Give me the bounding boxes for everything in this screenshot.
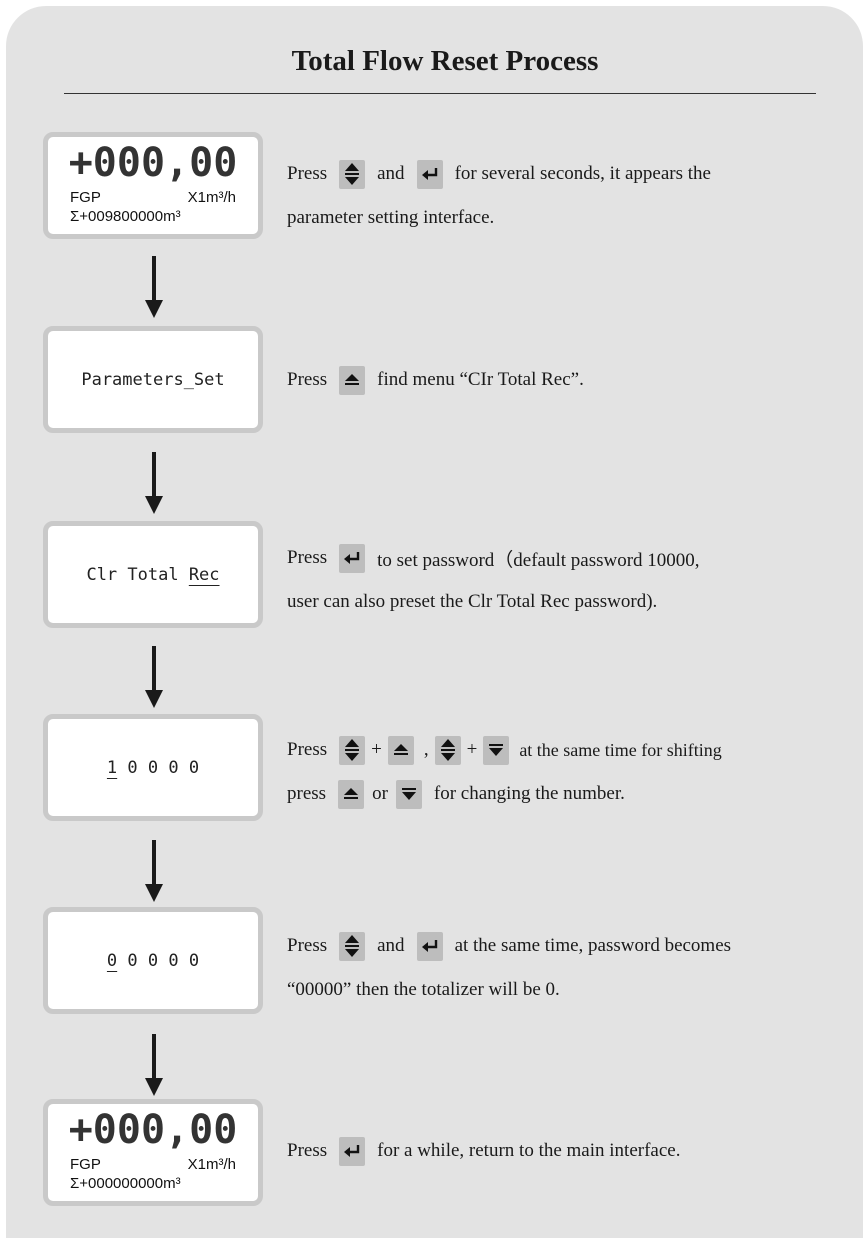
lcd-flow-value: +000,00 xyxy=(68,1107,238,1153)
step-text: user can also preset the Clr Total Rec p… xyxy=(287,591,658,612)
step-text: for changing the number. xyxy=(433,783,625,804)
lcd-unit-right: X1m³/h xyxy=(187,1156,236,1173)
step-text: Press xyxy=(287,1140,328,1161)
step-text: parameter setting interface. xyxy=(287,207,495,228)
lcd-pw0-first: 0 xyxy=(106,950,118,971)
step-text: for a while, return to the main interfac… xyxy=(377,1140,681,1161)
lcd-unit-row: FGP X1m³/h xyxy=(70,190,236,206)
lcd-unit-row: FGP X1m³/h xyxy=(70,1157,236,1173)
lcd-clr-cursor: Rec xyxy=(188,564,220,585)
lcd-unit-right: X1m³/h xyxy=(187,189,236,206)
down-key-icon xyxy=(395,779,422,809)
step-text: or xyxy=(372,783,388,804)
step-text: for several seconds, it appears the xyxy=(454,163,711,184)
lcd-clr-total-rec: Clr Total Rec xyxy=(43,521,263,628)
up-key-icon xyxy=(387,735,414,765)
lcd-main-end: +000,00 FGP X1m³/h Σ+000000000m³ xyxy=(43,1099,263,1206)
down-arrow-icon xyxy=(145,840,163,902)
up-key-icon xyxy=(339,365,366,395)
step-3: Press to set password（default password 1… xyxy=(287,542,863,630)
step-6: Press for a while, return to the main in… xyxy=(287,1135,863,1179)
lcd-pw1-rest: 0 0 0 0 xyxy=(117,757,200,778)
lcd-main-start: +000,00 FGP X1m³/h Σ+009800000m³ xyxy=(43,132,263,239)
step-text: and xyxy=(377,935,405,956)
step-4: Press + , + at the same time for shiftin… xyxy=(287,734,863,822)
title-divider xyxy=(64,93,816,94)
lcd-total: Σ+009800000m³ xyxy=(70,208,181,225)
step-text: find menu “CIr Total Rec”. xyxy=(377,369,584,390)
step-text: to set password（default password 10000, xyxy=(377,549,700,571)
lcd-pw0-rest: 0 0 0 0 xyxy=(117,950,200,971)
step-text: at the same time for shifting xyxy=(519,739,722,760)
step-text: “00000” then the totalizer will be 0. xyxy=(287,979,560,1000)
step-text: Press xyxy=(287,935,328,956)
enter-key-icon xyxy=(416,159,443,189)
step-1: Press and for several seconds, it appear… xyxy=(287,158,863,246)
up-down-key-icon xyxy=(339,159,366,189)
lcd-clr-pre: Clr Total xyxy=(86,564,189,585)
step-5: Press and at the same time, password bec… xyxy=(287,930,863,1018)
page-title: Total Flow Reset Process xyxy=(291,45,599,77)
up-key-icon xyxy=(338,779,365,809)
lcd-pw1-first: 1 xyxy=(106,757,118,778)
lcd-password-10000: 1 0 0 0 0 xyxy=(43,714,263,821)
step-text: , xyxy=(423,739,429,760)
step-text: + xyxy=(466,739,478,760)
lcd-parameters-text: Parameters_Set xyxy=(81,369,225,390)
down-key-icon xyxy=(483,735,510,765)
down-arrow-icon xyxy=(145,452,163,514)
step-text: Press xyxy=(287,163,328,184)
step-text: Press xyxy=(287,369,328,390)
enter-key-icon xyxy=(339,1136,366,1166)
down-arrow-icon xyxy=(145,1034,163,1096)
lcd-unit-left: FGP xyxy=(70,1156,101,1173)
down-arrow-icon xyxy=(145,256,163,318)
enter-key-icon xyxy=(339,543,366,573)
up-down-key-icon xyxy=(434,735,461,765)
lcd-password-00000: 0 0 0 0 0 xyxy=(43,907,263,1014)
lcd-flow-value: +000,00 xyxy=(68,140,238,186)
step-text: and xyxy=(377,163,405,184)
lcd-parameters-set: Parameters_Set xyxy=(43,326,263,433)
step-text: at the same time, password becomes xyxy=(454,935,732,956)
step-text: + xyxy=(371,739,382,760)
up-down-key-icon xyxy=(339,735,366,765)
lcd-total: Σ+000000000m³ xyxy=(70,1175,181,1192)
step-text: Press xyxy=(287,547,328,568)
lcd-unit-left: FGP xyxy=(70,189,101,206)
step-2: Press find menu “CIr Total Rec”. xyxy=(287,364,863,408)
step-text: press xyxy=(287,783,327,804)
down-arrow-icon xyxy=(145,646,163,708)
up-down-key-icon xyxy=(339,931,366,961)
enter-key-icon xyxy=(416,931,443,961)
step-text: Press xyxy=(287,739,328,760)
